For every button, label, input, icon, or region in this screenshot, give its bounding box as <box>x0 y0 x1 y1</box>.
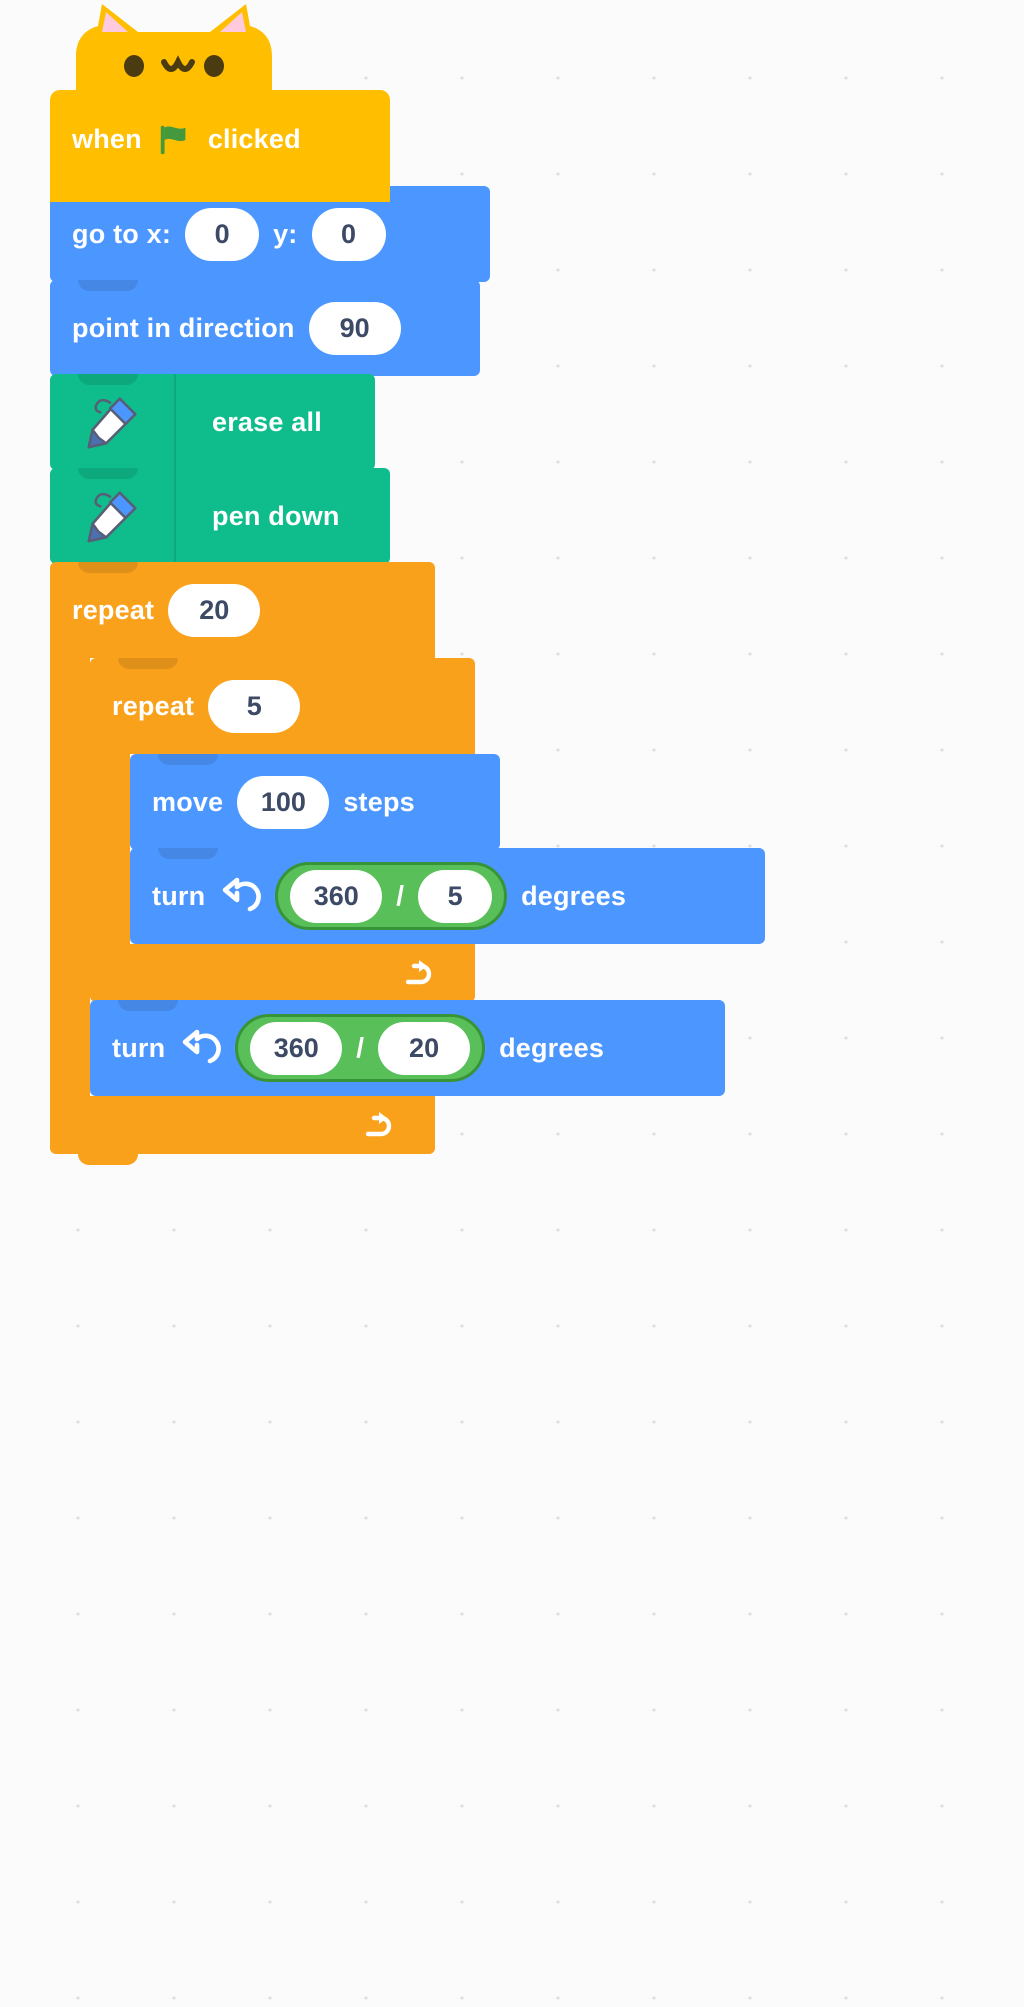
loop-arrow-icon <box>365 1112 392 1137</box>
loop-arrow-icon <box>405 960 432 985</box>
operator-outer-left-operand[interactable]: 360 <box>250 1021 343 1075</box>
operator-inner-left-operand[interactable]: 360 <box>290 869 383 923</box>
go-to-label-y: y: <box>273 218 298 249</box>
block-point-in-direction[interactable]: point in direction 90 <box>50 280 480 387</box>
repeat-inner-body: move 100 steps turn <box>90 754 765 955</box>
repeat-outer-footer <box>50 1096 435 1165</box>
repeat-inner-footer <box>90 944 475 1013</box>
block-move-steps[interactable]: move 100 steps <box>130 754 500 861</box>
move-steps-label: steps <box>343 786 415 817</box>
turn-inner-degrees-label: degrees <box>521 880 627 911</box>
block-turn-outer[interactable]: turn 360 / 20 degrees <box>90 1000 725 1107</box>
repeat-inner-left-arm <box>90 754 130 944</box>
repeat-inner-header[interactable]: repeat 5 <box>90 658 475 754</box>
hat-notch <box>50 188 390 202</box>
move-steps-input[interactable]: 100 <box>237 775 330 829</box>
go-to-x-input[interactable]: 0 <box>185 207 260 261</box>
turn-counterclockwise-icon <box>182 1029 222 1064</box>
turn-outer-label: turn <box>112 1032 166 1063</box>
pen-down-icon-column <box>50 468 176 564</box>
repeat-inner-input[interactable]: 5 <box>208 679 301 733</box>
point-direction-input[interactable]: 90 <box>308 301 401 355</box>
block-turn-inner[interactable]: turn 360 / 5 degrees <box>130 848 765 955</box>
green-flag-icon <box>160 125 186 155</box>
repeat-outer-body: repeat 5 move 100 steps <box>50 658 765 1107</box>
block-go-to-xy[interactable]: go to x: 0 y: 0 <box>50 186 490 293</box>
move-label: move <box>152 786 224 817</box>
repeat-outer-header[interactable]: repeat 20 <box>50 562 435 658</box>
script-stack[interactable]: when clicked go to x: 0 y: 0 point in di… <box>50 4 765 1165</box>
pen-icon <box>87 397 137 449</box>
go-to-y-input[interactable]: 0 <box>311 207 386 261</box>
turn-inner-label: turn <box>152 880 206 911</box>
go-to-label-x: go to x: <box>72 218 172 249</box>
operator-divide-inner[interactable]: 360 / 5 <box>275 862 508 930</box>
hat-block-when-flag-clicked[interactable]: when clicked <box>50 4 390 202</box>
hat-label-when: when <box>72 123 142 154</box>
turn-outer-degrees-label: degrees <box>499 1032 605 1063</box>
pen-down-label: pen down <box>212 500 340 531</box>
repeat-inner-label: repeat <box>112 690 195 721</box>
hat-label-clicked: clicked <box>207 123 301 154</box>
operator-outer-symbol: / <box>356 1032 365 1063</box>
repeat-outer-contents: repeat 5 move 100 steps <box>90 658 765 1107</box>
operator-inner-symbol: / <box>396 880 405 911</box>
scratch-cat-head-icon <box>76 4 272 118</box>
repeat-outer-label: repeat <box>72 594 155 625</box>
block-repeat-outer[interactable]: repeat 20 repeat 5 <box>50 562 765 1165</box>
block-erase-all[interactable]: erase all <box>50 374 375 481</box>
operator-divide-outer[interactable]: 360 / 20 <box>235 1014 486 1082</box>
block-pen-down[interactable]: pen down <box>50 468 390 575</box>
repeat-outer-left-arm <box>50 658 90 1096</box>
repeat-outer-input[interactable]: 20 <box>168 583 261 637</box>
pen-icon <box>87 491 137 543</box>
point-direction-label: point in direction <box>72 312 295 343</box>
block-repeat-inner[interactable]: repeat 5 move 100 steps <box>90 658 765 1013</box>
operator-inner-right-operand[interactable]: 5 <box>418 869 493 923</box>
turn-counterclockwise-icon <box>222 877 262 912</box>
repeat-inner-contents: move 100 steps turn <box>130 754 765 955</box>
erase-all-icon-column <box>50 374 176 470</box>
erase-all-label: erase all <box>212 406 322 437</box>
operator-outer-right-operand[interactable]: 20 <box>378 1021 471 1075</box>
hat-block-body[interactable]: when clicked <box>50 90 390 202</box>
